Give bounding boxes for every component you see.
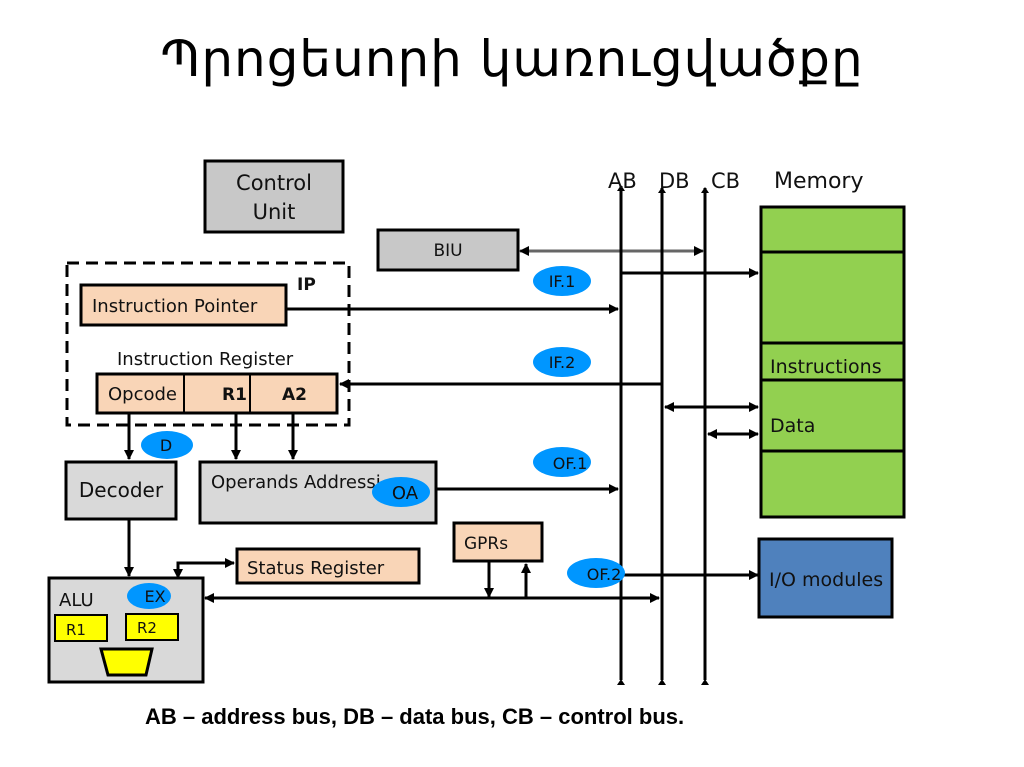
decoder-label: Decoder (79, 478, 164, 502)
stage-oa: OA (372, 477, 430, 507)
bus-label-cb: CB (711, 169, 740, 193)
stage-if1: IF.1 (533, 266, 591, 296)
gprs-label: GPRs (464, 534, 508, 554)
alu-register-r2 (125, 613, 179, 641)
stage-d-label: D (160, 436, 172, 455)
memory-section-instructions: Instructions (770, 356, 882, 378)
bus-label-db: DB (659, 169, 690, 193)
instruction-pointer-label: Instruction Pointer (92, 296, 258, 317)
ir-field-a2: A2 (282, 385, 307, 405)
stage-d: D (141, 431, 193, 459)
bus-label-ab: AB (608, 169, 637, 193)
control-unit-block: Control Unit (203, 159, 345, 234)
memory-label: Memory (774, 169, 863, 194)
stage-if2: IF.2 (533, 347, 591, 377)
biu-block: BIU (376, 228, 520, 272)
slide-title: Պրոցեսորի կառուցվածքը (160, 30, 864, 88)
io-modules-label: I/O modules (769, 569, 883, 591)
alu-unit-icon (99, 647, 154, 677)
instruction-pointer-block: Instruction Pointer (79, 283, 288, 327)
alu-register-r1 (54, 614, 108, 642)
alu-r1-label: R1 (66, 621, 86, 639)
stage-oa-label: OA (392, 483, 419, 504)
alu-label: ALU (59, 590, 94, 611)
stage-if1-label: IF.1 (549, 272, 576, 291)
ir-field-r1: R1 (222, 385, 247, 405)
gprs-block: GPRs (452, 521, 544, 563)
stage-of2: OF.2 (567, 558, 625, 588)
ip-label: IP (297, 275, 316, 295)
stage-ex-label: EX (144, 587, 165, 606)
stage-ex: EX (127, 583, 171, 609)
alu-block: ALU R1 R2 (47, 576, 205, 684)
stage-of1: OF.1 (533, 447, 591, 477)
alu-status-arrow (176, 558, 235, 576)
stage-if2-label: IF.2 (549, 353, 576, 372)
stage-of2-label: OF.2 (587, 565, 622, 584)
decoder-block: Decoder (64, 460, 178, 521)
instruction-register-block: Opcode R1 A2 (95, 372, 339, 415)
io-modules-block: I/O modules (757, 537, 894, 619)
memory-block: Instructions Data (759, 205, 906, 519)
memory-section-data: Data (770, 415, 815, 437)
alu-r2-label: R2 (137, 619, 157, 637)
status-register-label: Status Register (247, 558, 385, 579)
control-unit-label-2: Unit (253, 200, 296, 224)
bus-legend-caption: AB – address bus, DB – data bus, CB – co… (145, 704, 685, 729)
fetch-unit-group (65, 261, 351, 427)
operands-addressing-label: Operands Addressi (211, 472, 381, 493)
instruction-register-label: Instruction Register (117, 349, 294, 370)
control-unit-label-1: Control (236, 171, 312, 195)
status-register-block: Status Register (235, 547, 421, 585)
ir-field-opcode: Opcode (108, 384, 177, 405)
biu-label: BIU (433, 241, 462, 261)
bus-lines (617, 185, 709, 685)
stage-of1-label: OF.1 (553, 454, 588, 473)
